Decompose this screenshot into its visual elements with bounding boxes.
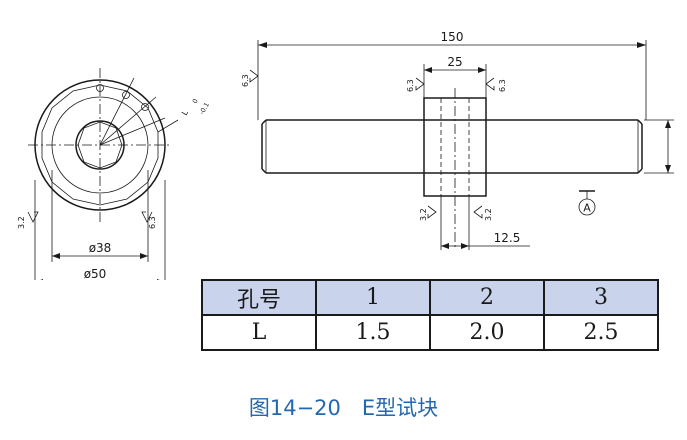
roughness-symbol-top-left	[415, 77, 425, 91]
arrow-12-5-right	[461, 243, 469, 249]
arrow-d50-right	[157, 279, 160, 280]
figure-caption: 图14−20 E型试块	[248, 396, 439, 420]
dim-12-5-label: 12.5	[494, 231, 521, 245]
row-cell-label: L	[201, 314, 317, 351]
roughness-symbol-bot-left	[427, 205, 437, 219]
shaft-right-chamfer-top	[637, 119, 643, 125]
dim-25-label: 25	[447, 55, 462, 69]
roughness-bot-right-value: 3.2	[484, 208, 493, 221]
tol-lower: -0.1	[198, 101, 211, 116]
arrow-150-left	[258, 42, 267, 48]
roughness-right-value: 6.3	[148, 216, 157, 229]
arrow-d38-left	[52, 253, 60, 259]
tol-upper: 0	[191, 97, 200, 105]
small-hole-1	[122, 91, 130, 99]
technical-drawing: L 0 -0.1 3.2 6.3 ø38 ø50 150 6.3	[17, 30, 674, 280]
shaft-left-chamfer-bot	[261, 168, 267, 174]
row-cell-3: 2.5	[543, 314, 659, 351]
hole-spec-table: 孔号 1 2 3 L 1.5 2.0 2.5	[201, 279, 659, 351]
arrow-shaft-top	[665, 120, 671, 128]
shaft-right-chamfer-bot	[637, 168, 643, 174]
row-cell-1: 1.5	[315, 314, 431, 351]
roughness-symbol-left	[27, 211, 39, 223]
roughness-symbol-top-right	[485, 77, 495, 91]
tol-letter: L	[180, 108, 190, 117]
small-hole-2	[141, 103, 149, 111]
shaft-left-chamfer-top	[261, 119, 267, 125]
radial-line-1	[99, 77, 135, 146]
table-header-row: 孔号 1 2 3	[201, 279, 659, 316]
row-cell-2: 2.0	[429, 314, 545, 351]
arrow-d50-left	[40, 279, 43, 280]
roughness-symbol-left-end	[249, 69, 259, 83]
header-cell-2: 2	[429, 279, 545, 316]
roughness-top-right-value: 6.3	[498, 79, 507, 92]
arrow-25-right	[478, 67, 486, 73]
datum-circle	[578, 198, 596, 216]
datum-label: A	[583, 202, 591, 215]
dim-150-label: 150	[441, 30, 464, 44]
table-row: L 1.5 2.0 2.5	[201, 314, 659, 351]
arrow-d38-right	[140, 253, 148, 259]
roughness-left-value: 3.2	[17, 216, 26, 229]
roughness-top-left-value: 6.3	[406, 79, 415, 92]
radial-line-2	[99, 96, 157, 146]
arrow-12-5-left	[441, 243, 449, 249]
tol-leader	[157, 119, 179, 133]
left-end-view: L 0 -0.1 3.2 6.3 ø38 ø50	[17, 68, 211, 280]
header-cell-1: 1	[315, 279, 431, 316]
arrow-shaft-bot	[665, 165, 671, 173]
roughness-left-end-value: 6.3	[241, 74, 250, 87]
roughness-symbol-right	[141, 211, 153, 223]
radial-line-3	[99, 117, 166, 146]
roughness-symbol-bot-right	[473, 205, 483, 219]
dim-d50-label: ø50	[84, 267, 107, 280]
front-view: 150 6.3 25 6.3	[241, 30, 674, 250]
small-hole-top	[96, 84, 104, 92]
dim-d38-label: ø38	[89, 241, 112, 255]
header-cell-3: 3	[543, 279, 659, 316]
header-cell-hole-no: 孔号	[201, 279, 317, 316]
arrow-150-right	[637, 42, 646, 48]
faceted-outline	[41, 84, 159, 206]
roughness-bot-left-value: 3.2	[419, 208, 428, 221]
arrow-25-left	[424, 67, 432, 73]
